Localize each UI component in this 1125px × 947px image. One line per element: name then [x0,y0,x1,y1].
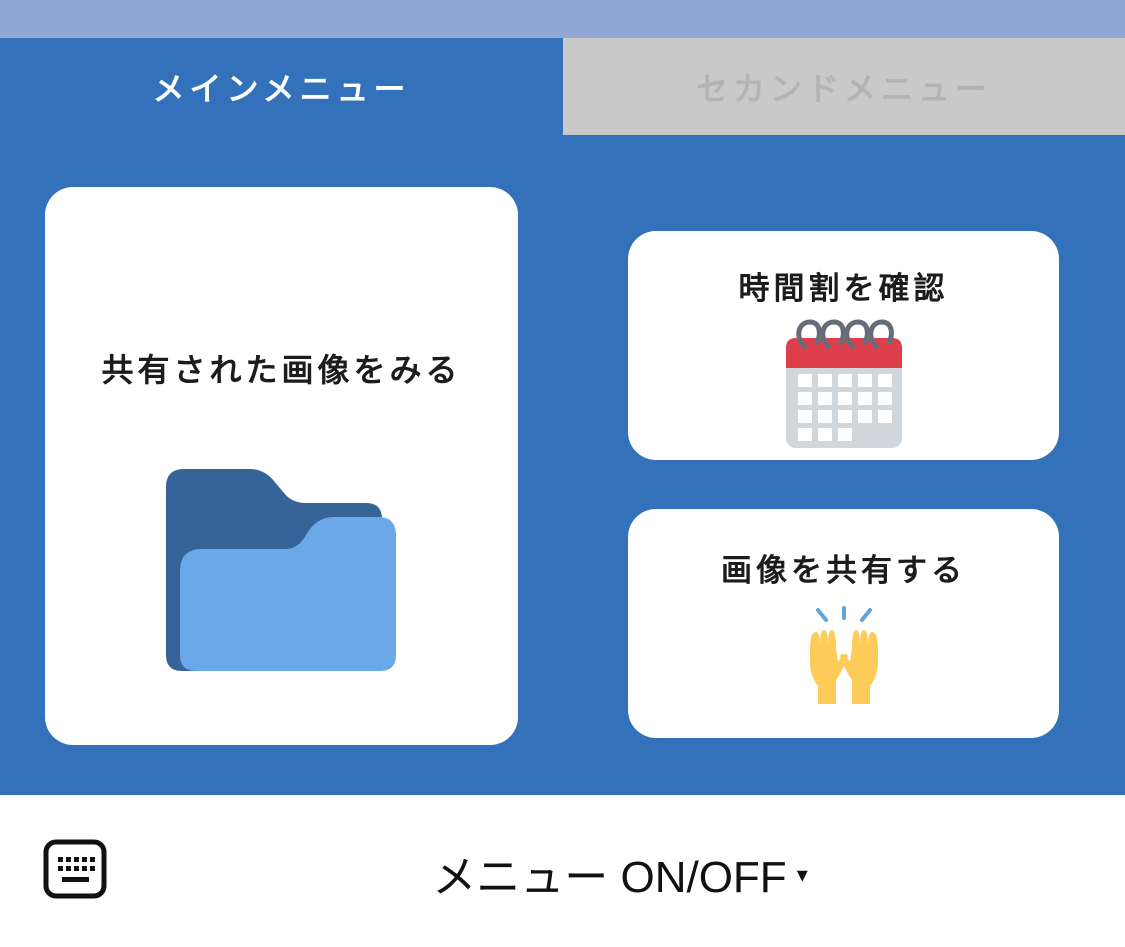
tab-second-menu[interactable]: セカンドメニュー [563,38,1125,135]
tab-main-menu[interactable]: メインメニュー [0,38,563,135]
menu-toggle-label: メニュー ON/OFF [432,853,787,902]
menu-toggle[interactable]: メニュー ON/OFF ▾ [300,843,940,903]
status-bar [0,0,1125,38]
check-timetable-label: 時間割を確認 [738,271,949,307]
tab-main-menu-label: メインメニュー [152,69,411,108]
keyboard-icon [43,839,107,899]
calendar-icon [784,318,904,454]
tab-second-menu-label: セカンドメニュー [695,69,992,108]
check-timetable-button[interactable]: 時間割を確認 [628,231,1059,460]
rich-menu-area: 共有された画像をみる 時間割を確認 [0,135,1125,795]
keyboard-toggle-button[interactable] [43,839,107,899]
menu-tabs: メインメニュー セカンドメニュー [0,38,1125,135]
view-shared-images-label: 共有された画像をみる [101,351,462,389]
menu-footer: メニュー ON/OFF ▾ [0,795,1125,947]
folder-icon [165,469,398,677]
raised-hands-icon [802,606,886,710]
view-shared-images-button[interactable]: 共有された画像をみる [45,187,518,745]
share-image-label: 画像を共有する [721,553,966,589]
caret-down-icon: ▾ [796,862,808,887]
share-image-button[interactable]: 画像を共有する [628,509,1059,738]
